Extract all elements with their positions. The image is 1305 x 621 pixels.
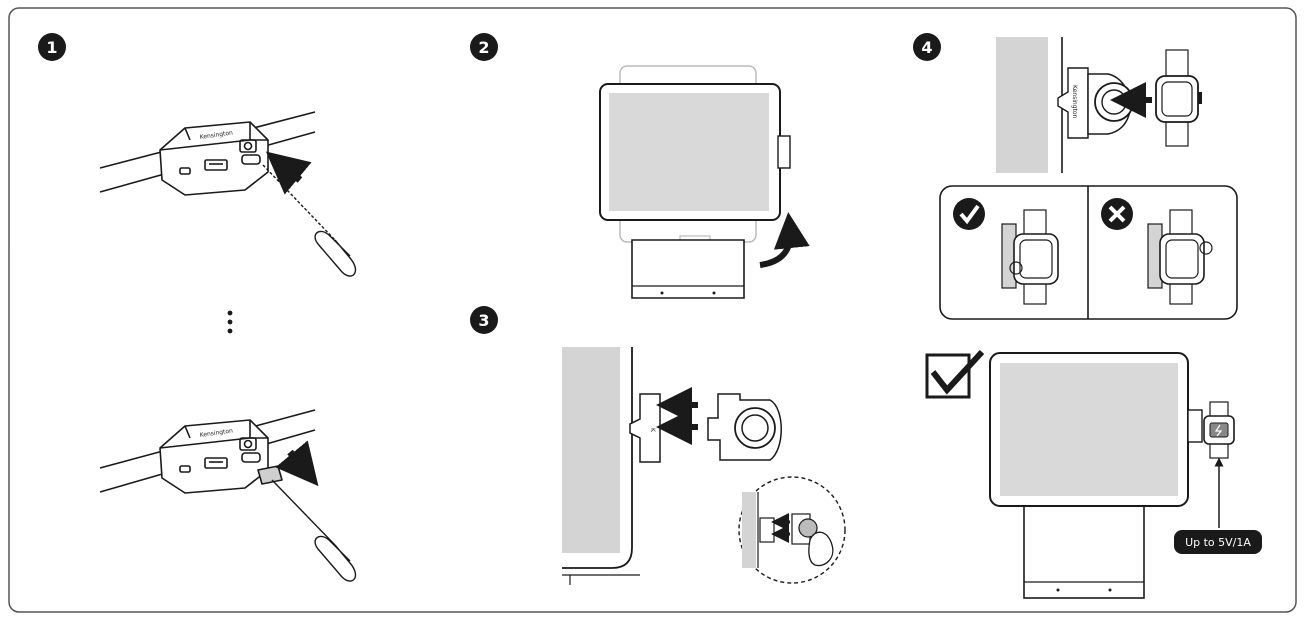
- power-spec-label: Up to 5V/1A: [1185, 536, 1251, 549]
- step-1-number: 1: [46, 38, 57, 57]
- step-2-number: 2: [478, 38, 489, 57]
- step-4-badge: 4: [913, 33, 941, 61]
- tablet-rotation-illustration: [599, 65, 791, 299]
- final-assembly-illustration: [989, 352, 1235, 599]
- step-3-badge: 3: [470, 306, 498, 334]
- rotate-arrow-icon: [759, 212, 810, 268]
- hub-illustration-top: [99, 111, 316, 196]
- watch-placement-illustration: Kensington: [996, 37, 1202, 173]
- eject-pin-bottom: [271, 479, 357, 582]
- step-1-badge: 1: [38, 33, 66, 61]
- brand-label-top: Kensington: [199, 129, 233, 141]
- finger-icon: [808, 531, 834, 567]
- checkbox-check-icon: [925, 349, 985, 399]
- push-arrow-icon: [265, 151, 312, 195]
- vertical-dots-icon: [227, 310, 233, 334]
- step-4-number: 4: [921, 38, 932, 57]
- hub-illustration-bottom: [99, 409, 316, 494]
- svg-text:K: K: [649, 428, 656, 433]
- alignment-comparison-box: [939, 185, 1238, 320]
- check-circle-icon: [953, 198, 985, 230]
- brand-label-step4: Kensington: [1071, 85, 1078, 119]
- power-spec-badge: Up to 5V/1A: [1174, 530, 1262, 554]
- step-2-badge: 2: [470, 33, 498, 61]
- charger-attach-illustration: K: [562, 347, 846, 585]
- step-3-number: 3: [478, 311, 489, 330]
- outer-frame: [8, 7, 1297, 613]
- eject-pin-top: [262, 164, 357, 277]
- pull-arrow-icon: [275, 440, 319, 487]
- lightning-icon: [1214, 424, 1223, 437]
- brand-label-bottom: Kensington: [199, 427, 233, 439]
